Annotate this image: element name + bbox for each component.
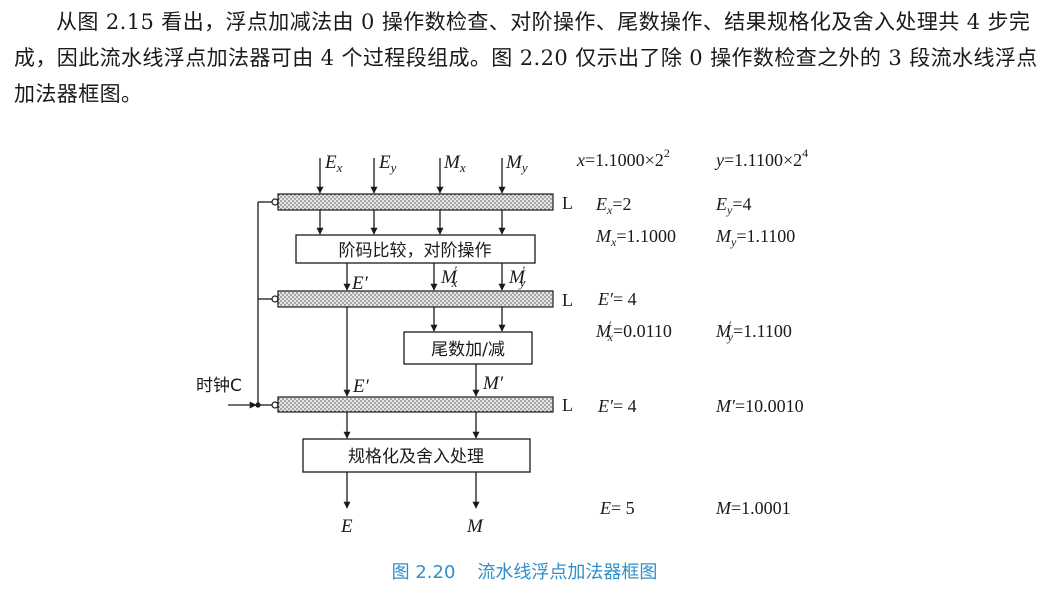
latch-3-label: L [562,395,573,415]
input-ey-label: Ey [378,152,397,175]
example-my-prime: M′y=1.1100 [715,318,792,344]
clock-label: 时钟C [196,376,242,396]
stage-normalize-round-label: 规格化及舍入处理 [348,447,484,467]
stage1-my-prime-label: M′y [508,263,526,290]
figure-caption: 图 2.20 流水线浮点加法器框图 [0,558,1049,584]
stage2-e-prime-label: E′ [352,376,370,397]
example-mx-prime: M′x=0.0110 [595,318,672,344]
stage1-mx-prime-label: M′x [440,263,458,290]
example-my-value: My=1.1100 [715,226,795,249]
stage2-m-prime-label: M′ [482,373,504,394]
example-m-prime: M′=10.0010 [715,396,804,416]
input-mx-label: Mx [443,152,466,175]
example-m-final: M=1.0001 [715,498,791,518]
example-e-prime-1: E′= 4 [597,289,637,309]
example-e-final: E= 5 [599,498,635,518]
input-my-label: My [505,152,528,175]
latch-2 [277,290,554,308]
latch-1-label: L [562,193,573,213]
latch-1 [277,193,554,211]
example-ey-value: Ey=4 [715,194,751,217]
example-ex-value: Ex=2 [595,194,631,217]
stage-mantissa-add-box [403,331,533,365]
output-e-label: E [340,516,353,537]
stage-exponent-compare-label: 阶码比较，对阶操作 [339,241,492,261]
latch-3 [277,396,554,413]
example-e-prime-2: E′= 4 [597,396,637,416]
stage-normalize-round-box [302,438,531,473]
stage-exponent-compare-box [295,234,536,264]
figure-caption-title: 流水线浮点加法器框图 [477,562,658,583]
output-m-label: M [466,516,484,537]
latch-2-label: L [562,290,573,310]
input-ex-label: Ex [324,152,343,175]
stage-mantissa-add-label: 尾数加/减 [431,340,505,360]
example-x-expr: x=1.1000×22 [576,146,670,170]
example-y-expr: y=1.1100×24 [714,146,808,170]
stage1-e-prime-label: E′ [351,273,369,294]
figure-caption-number: 图 2.20 [391,562,456,583]
body-paragraph: 从图 2.15 看出，浮点加减法由 0 操作数检查、对阶操作、尾数操作、结果规格… [14,10,1038,106]
example-mx-value: Mx=1.1000 [595,226,676,249]
